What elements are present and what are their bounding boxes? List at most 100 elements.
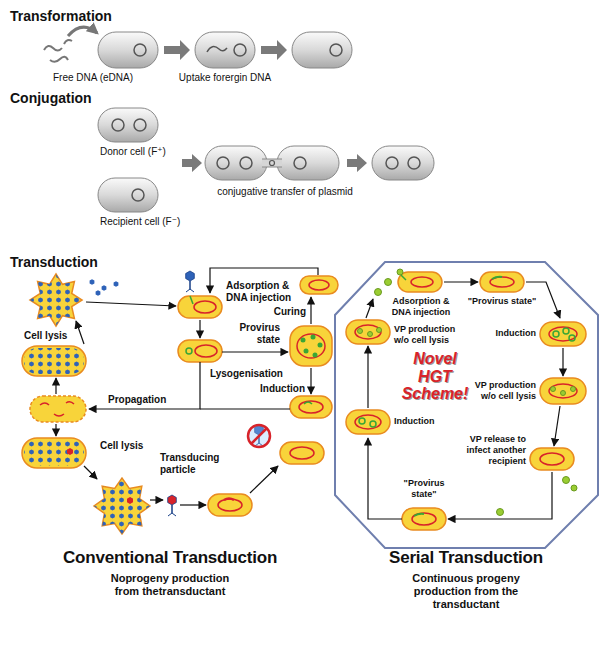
- conventional-cycle: [24, 440, 84, 466]
- conjugation-figure: [182, 154, 202, 172]
- conventional-cycle: [30, 396, 86, 422]
- step-label: Adsorption & DNA injection: [226, 280, 298, 304]
- conventional-cycle: [310, 297, 311, 324]
- conventional-cycle: [199, 320, 200, 338]
- panel-subtitle: Continuous progeny production from the t…: [411, 572, 521, 612]
- serial-cycle: [335, 262, 598, 548]
- conventional-cycle: [178, 296, 222, 318]
- step-label: Induction: [394, 416, 444, 427]
- conventional-cycle: [24, 348, 84, 374]
- conjugation-figure: [347, 154, 367, 172]
- serial-cycle: [397, 269, 403, 275]
- figure-label: Uptake forergin DNA: [160, 72, 290, 84]
- conventional-cycle: [90, 279, 95, 285]
- serial-cycle: [398, 272, 442, 292]
- conventional-cycle: [96, 290, 101, 296]
- step-label: Cell lysis: [24, 330, 84, 342]
- serial-cycle: [571, 485, 577, 491]
- transformation-figure: [195, 32, 255, 68]
- conjugation-figure: [134, 119, 146, 131]
- serial-cycle: [401, 275, 406, 280]
- serial-cycle: [480, 272, 524, 292]
- serial-cycle: [551, 387, 556, 392]
- conventional-cycle: [186, 348, 192, 354]
- serial-cycle: [549, 384, 577, 398]
- conventional-cycle: [194, 301, 216, 313]
- serial-cycle: [549, 327, 577, 341]
- conventional-cycle: [304, 402, 312, 404]
- section-heading: Transduction: [10, 254, 160, 271]
- conventional-cycle: [30, 274, 82, 326]
- step-label: Propagation: [108, 394, 178, 406]
- transformation-figure: [261, 40, 287, 60]
- conjugation-figure: [112, 119, 124, 131]
- serial-cycle: [561, 391, 566, 396]
- conjugation-figure: [386, 157, 398, 169]
- conventional-cycle: [168, 495, 177, 516]
- serial-cycle: [412, 513, 436, 525]
- conventional-cycle: [251, 428, 267, 444]
- conventional-cycle: [248, 425, 270, 447]
- conventional-cycle: [102, 285, 107, 291]
- conventional-cycle: [224, 499, 234, 501]
- step-label: Adsorption & DNA injection: [386, 296, 456, 318]
- conventional-cycle: [55, 378, 56, 394]
- serial-cycle: [540, 322, 586, 346]
- serial-cycle: [553, 331, 559, 337]
- serial-cycle: [497, 509, 504, 516]
- serial-cycle: [402, 508, 446, 530]
- conventional-cycle: [40, 403, 49, 405]
- serial-cycle: [375, 289, 382, 296]
- serial-cycle: [490, 277, 514, 287]
- conventional-cycle: [54, 414, 64, 416]
- transformation-figure: [330, 44, 342, 56]
- conventional-cycle: [290, 396, 332, 418]
- serial-cycle: [355, 325, 381, 339]
- conjugation-figure: [240, 157, 252, 169]
- conventional-cycle: [190, 296, 193, 304]
- serial-cycle: [346, 320, 390, 344]
- conventional-cycle: [30, 274, 82, 326]
- serial-cycle: [346, 410, 390, 434]
- serial-cycle: [414, 514, 424, 516]
- serial-cycle: [355, 415, 381, 429]
- conventional-cycle: [301, 338, 306, 343]
- transformation-figure: [44, 46, 62, 51]
- conventional-cycle: [297, 334, 325, 358]
- transformation-figure: [50, 57, 68, 62]
- step-label: "Provirus state": [392, 478, 456, 500]
- conjugation-figure: [217, 157, 229, 169]
- conventional-cycle: [22, 346, 86, 376]
- conventional-cycle: [66, 402, 74, 404]
- transformation-figure: [292, 32, 352, 68]
- serial-cycle: [377, 328, 382, 333]
- conventional-cycle: [218, 499, 242, 511]
- conjugation-figure: [372, 146, 434, 180]
- section-heading: Transformation: [10, 8, 160, 25]
- transformation-figure: [64, 40, 72, 44]
- conventional-cycle: [76, 321, 84, 344]
- transformation-figure: [164, 40, 190, 60]
- transformation-figure: [98, 32, 158, 68]
- conventional-cycle: [178, 340, 222, 362]
- conventional-cycle: [84, 466, 97, 479]
- conventional-cycle: [22, 268, 338, 534]
- slogan-text: Novel HGT Scheme!: [398, 350, 472, 403]
- step-label: VP production w/o cell lysis: [394, 324, 464, 346]
- serial-cycle: [367, 346, 368, 408]
- conjugation-figure: [132, 189, 144, 201]
- conjugation-figure: [270, 161, 275, 166]
- figure-label: Free DNA (eDNA): [38, 72, 148, 84]
- figure-label: Donor cell (F⁺): [100, 146, 180, 158]
- serial-cycle: [492, 277, 502, 279]
- step-label: Cell lysis: [100, 440, 160, 452]
- conventional-cycle: [299, 401, 323, 413]
- serial-cycle: [540, 378, 586, 404]
- serial-cycle: [563, 477, 570, 484]
- conventional-cycle: [309, 280, 329, 290]
- serial-cycle: [448, 472, 552, 519]
- step-label: VP release to infect another recipient: [452, 434, 526, 466]
- conjugation-figure: [205, 146, 267, 180]
- step-label: Curing: [262, 306, 306, 318]
- transformation-figure: [68, 27, 97, 36]
